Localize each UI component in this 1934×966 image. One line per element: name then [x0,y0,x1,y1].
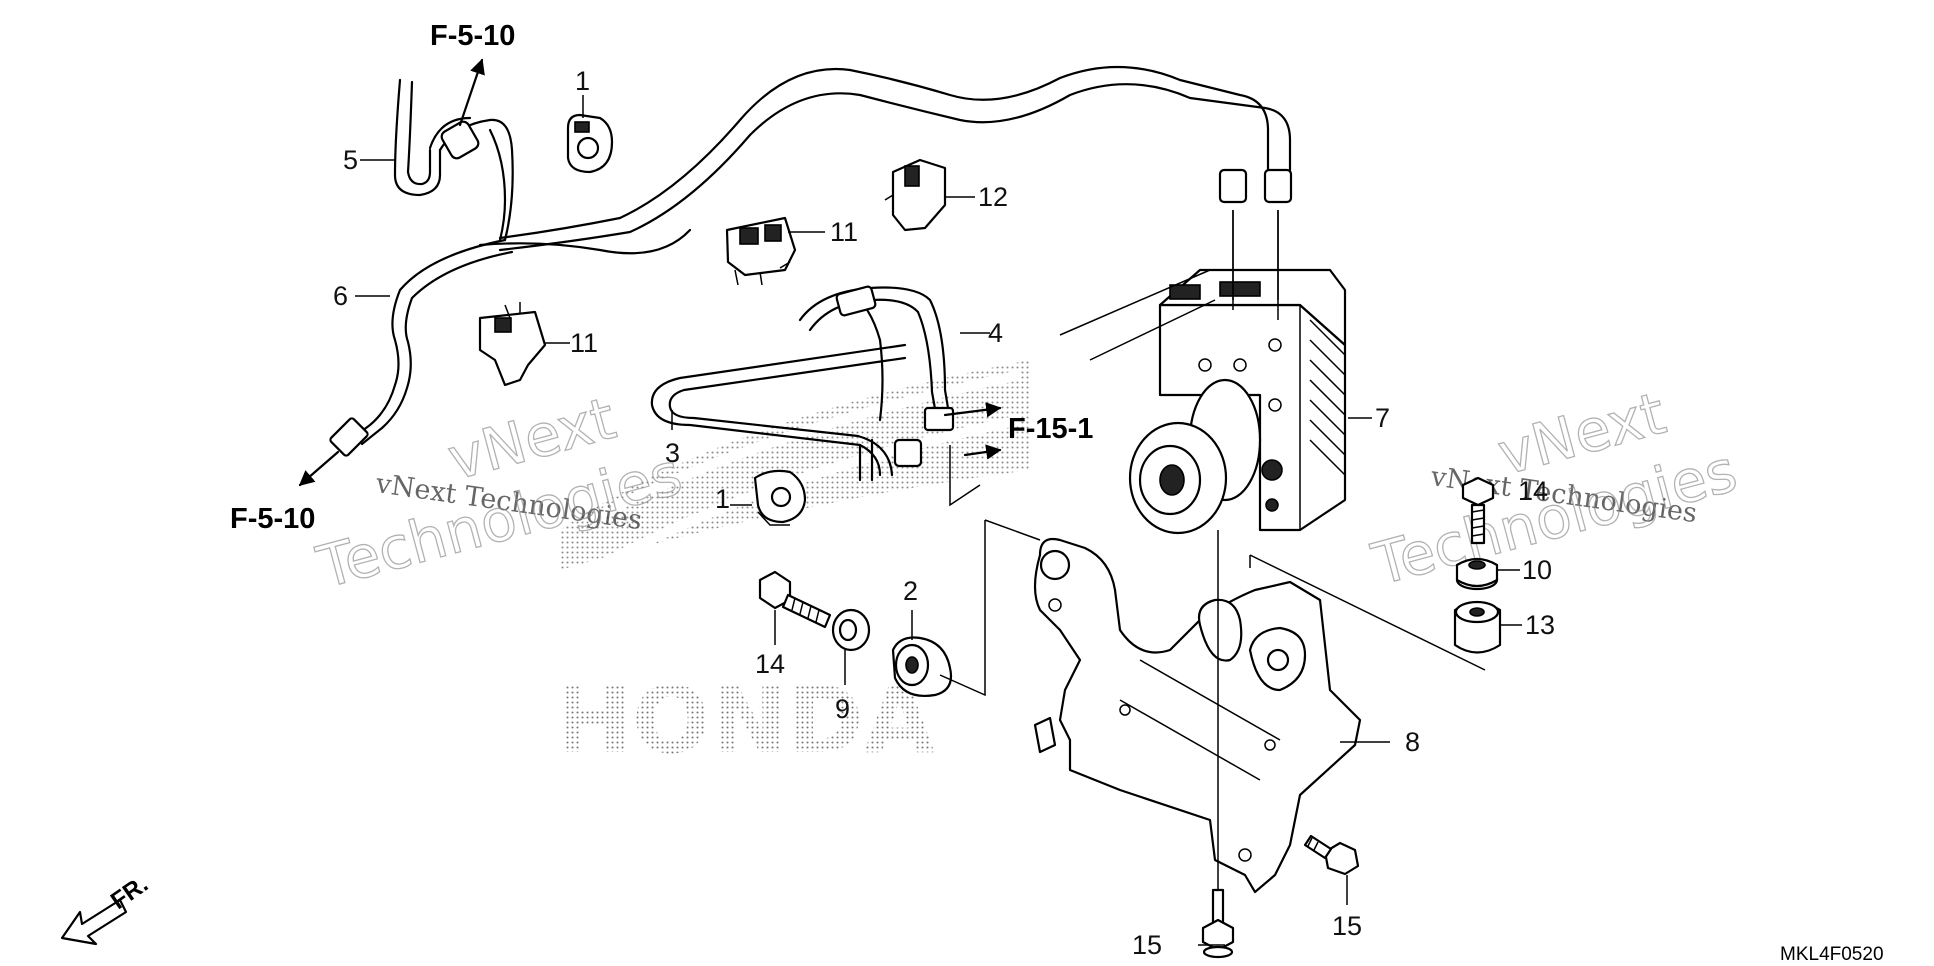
honda-logo-text: HONDA [555,667,935,774]
pipe4-fitting-lower [923,406,955,432]
bolt-14-left [758,570,832,629]
brake-pipe-6 [329,65,1292,457]
pipe-fitting-left [329,417,369,457]
pipe-clamp-1-top [566,113,614,174]
abs-fitting-a [1218,168,1248,204]
pipe-clip-12 [884,158,947,232]
ref-f-5-10-top: F-5-10 [430,20,515,52]
part-number-14-left: 14 [755,649,785,679]
part-number-2: 2 [903,576,918,606]
part-number-11-b: 11 [570,328,598,358]
part-number-9: 9 [835,694,850,724]
collar-9 [831,608,871,652]
part-number-6: 6 [333,281,348,311]
abs-fitting-b [1263,168,1293,204]
part-number-11-a: 11 [830,217,858,247]
grommet-2 [891,636,953,697]
part-number-15-left: 15 [1132,930,1162,960]
ref-f-5-10-left: F-5-10 [230,503,315,535]
part-number-5: 5 [343,145,358,175]
bolt-15-left [1201,888,1235,959]
front-direction-arrow: FR. [60,871,153,946]
abs-modulator-7 [1128,168,1347,535]
watermark-left: vNext Technologies vNext Technologies [309,383,689,602]
part-number-13: 13 [1525,610,1555,640]
part-number-8: 8 [1405,727,1420,757]
part-number-1-top: 1 [575,66,590,96]
pipe3-fitting [893,438,923,468]
hose-joint [440,120,480,160]
brake-hose-5 [393,78,514,242]
bolt-14-right [1461,476,1495,545]
part-number-14-right: 14 [1518,476,1548,506]
part-number-3: 3 [665,438,680,468]
honda-wing-logo: HONDA [555,360,1030,774]
brake-pipe-4 [798,285,955,432]
part-number-12: 12 [978,182,1008,212]
pipe-clamp-1-mid [753,469,807,526]
ref-f-15-1: F-15-1 [1008,413,1093,445]
part-number-4: 4 [988,318,1003,348]
drawing-code: MKL4F0520 [1780,944,1884,965]
part-number-7: 7 [1375,403,1390,433]
grommet-13 [1453,600,1502,654]
bolt-15-right [1303,834,1360,876]
pipe-clip-11-a [725,216,797,286]
watermark-right: vNext Technologies vNext Technologies [1364,378,1744,599]
pipe-clip-11-b [478,302,547,387]
collar-10 [1455,557,1499,591]
abs-bracket-8 [1033,537,1362,894]
pipe4-fitting [835,285,877,317]
part-number-1-mid: 1 [715,484,730,514]
part-number-10: 10 [1522,555,1552,585]
leader-lines [298,58,1522,946]
brake-pipe-3 [650,343,923,482]
part-number-15-right: 15 [1332,911,1362,941]
